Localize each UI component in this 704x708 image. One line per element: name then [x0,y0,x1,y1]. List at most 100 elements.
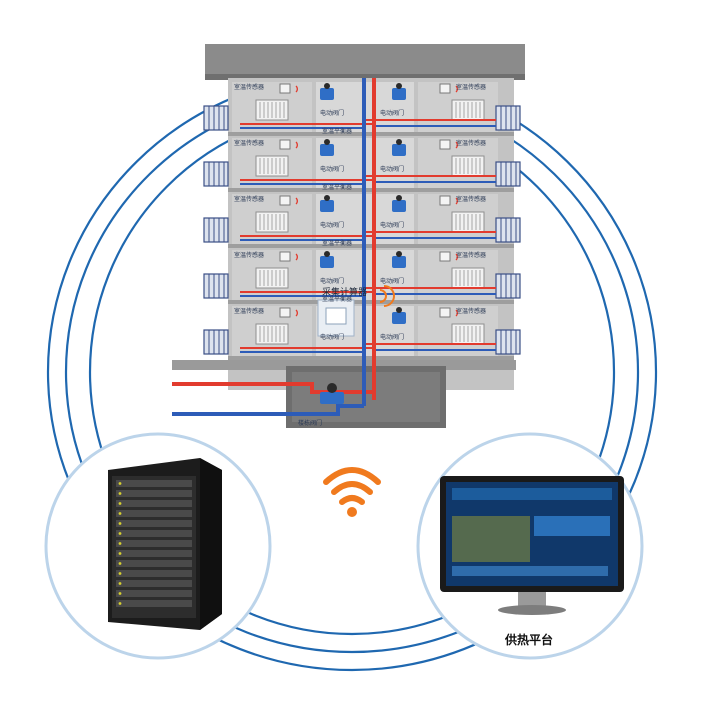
server-slot [116,590,192,597]
signal-icon [455,253,458,261]
signal-icon [455,85,458,93]
floor-valve-label: 电动阀门 [320,278,345,285]
signal-icon [455,197,458,205]
server-slot [116,560,192,567]
radiator-icon [451,155,485,177]
balcony-left [203,273,229,299]
balcony-right [495,217,521,243]
platform-label: 供热平台 [505,633,554,647]
radiator-icon [451,211,485,233]
ground-slab [172,360,516,370]
room-sensor-label: 室温传感器 [234,196,265,203]
room-sensor-label: 室温传感器 [456,308,487,315]
radiator-icon [255,99,289,121]
valve-icon [320,251,334,268]
valve-icon [392,139,406,156]
valve-icon [320,195,334,212]
room-sensor-label: 室温传感器 [456,252,487,259]
radiator-icon [451,323,485,345]
balancer-label: 室温平衡器 [322,128,353,135]
valve-icon [320,139,334,156]
building-valve-label: 楼栋阀门 [298,420,323,427]
thermostat-icon [439,251,451,262]
thermostat-icon [279,139,291,150]
radiator-icon [451,99,485,121]
server-slot [116,570,192,577]
building-valve-icon [320,383,344,404]
balcony-left [203,217,229,243]
balcony-right [495,329,521,355]
floor-valve-label: 电动阀门 [320,110,345,117]
radiator-icon [451,267,485,289]
server-slot [116,510,192,517]
room-sensor-label: 室温传感器 [456,84,487,91]
server-slot [116,520,192,527]
thermostat-icon [279,195,291,206]
room-sensor-label: 室温传感器 [234,84,265,91]
floor-valve-label: 电动阀门 [380,110,405,117]
server-slot [116,480,192,487]
floor-valve-label: 电动阀门 [380,166,405,173]
thermostat-icon [439,307,451,318]
signal-icon [295,141,298,149]
balcony-right [495,273,521,299]
balcony-right [495,105,521,131]
signal-icon [295,85,298,93]
balancer-label: 室温平衡器 [322,184,353,191]
server-rack-icon [108,458,222,630]
signal-icon [455,141,458,149]
balancer-label: 室温平衡器 [322,240,353,247]
return-pipe [172,78,366,416]
thermostat-icon [439,195,451,206]
collector-label: 采集计算器 [322,288,368,298]
collector-box [317,299,355,337]
balcony-left [203,105,229,131]
server-slot [116,550,192,557]
valve-icon [392,251,406,268]
thermostat-icon [279,251,291,262]
radiator-icon [255,323,289,345]
radiator-icon [255,211,289,233]
server-slot [116,500,192,507]
server-slot [116,530,192,537]
room-sensor-label: 室温传感器 [234,252,265,259]
room-sensor-label: 室温传感器 [456,196,487,203]
balcony-left [203,161,229,187]
balancer-label: 室温平衡器 [322,296,353,303]
server-node [44,432,272,660]
thermostat-icon [279,83,291,94]
thermostat-icon [439,139,451,150]
signal-icon [295,253,298,261]
room-sensor-label: 室温传感器 [234,308,265,315]
valve-icon [320,83,334,100]
floor-valve-label: 电动阀门 [320,334,345,341]
signal-icon [455,309,458,317]
room-sensor-label: 室温传感器 [234,140,265,147]
balcony-right [495,161,521,187]
floor-5 [203,306,521,360]
room-sensor-label: 室温传感器 [456,140,487,147]
valve-icon [392,307,406,324]
building-roof [205,44,525,78]
floor-valve-label: 电动阀门 [380,334,405,341]
monitor-icon [440,476,624,615]
floor-valve-label: 电动阀门 [380,222,405,229]
wifi-icon [323,467,381,505]
floor-valve-label: 电动阀门 [320,222,345,229]
floor-1 [203,82,521,136]
server-slot [116,490,192,497]
server-slot [116,600,192,607]
server-slot [116,540,192,547]
balcony-left [203,329,229,355]
valve-icon [392,195,406,212]
floor-valve-label: 电动阀门 [320,166,345,173]
signal-icon [379,285,395,307]
server-slot [116,580,192,587]
thermostat-icon [439,83,451,94]
radiator-icon [255,155,289,177]
platform-node [416,432,644,660]
valve-icon [392,83,406,100]
signal-icon [295,309,298,317]
signal-icon [295,197,298,205]
